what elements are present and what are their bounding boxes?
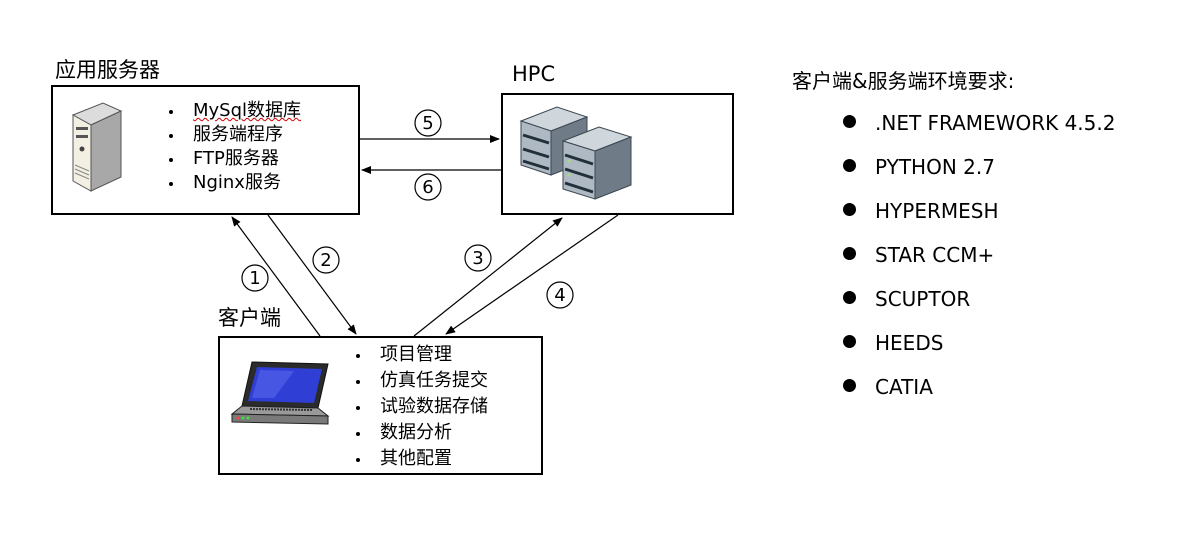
list-item-label: Nginx服务: [193, 172, 281, 193]
list-item-label: 其他配置: [380, 448, 452, 469]
app-server-box: MySql数据库 服务端程序 FTP服务器 Nginx服务: [51, 85, 360, 215]
arrow-step-2: [267, 214, 357, 335]
list-item: Nginx服务: [161, 171, 301, 195]
list-item: 服务端程序: [161, 123, 301, 147]
step-number: 6: [422, 177, 433, 198]
list-item-label: .NET FRAMEWORK 4.5.2: [875, 111, 1116, 135]
step-marker-1: 1: [241, 264, 269, 292]
arrow-step-4: [445, 214, 619, 335]
server-tower-icon: [67, 97, 123, 199]
list-item: SCUPTOR: [843, 277, 1115, 321]
list-item: HEEDS: [843, 321, 1115, 365]
list-item-label: STAR CCM+: [875, 243, 995, 267]
list-item-label: MySql数据库: [193, 100, 302, 121]
list-item: 试验数据存储: [348, 394, 488, 420]
list-item-label: FTP服务器: [193, 148, 279, 169]
list-item-label: CATIA: [875, 375, 933, 399]
hpc-title: HPC: [512, 62, 556, 86]
laptop-icon: [224, 358, 334, 434]
list-item: CATIA: [843, 365, 1115, 409]
list-item-label: 服务端程序: [193, 124, 283, 145]
step-marker-6: 6: [414, 173, 442, 201]
step-number: 4: [554, 285, 565, 306]
step-number: 2: [320, 250, 331, 271]
arrow-step-3: [413, 217, 563, 337]
list-item-label: SCUPTOR: [875, 287, 971, 311]
list-item-label: 数据分析: [380, 422, 452, 443]
step-marker-2: 2: [312, 246, 340, 274]
list-item: MySql数据库: [161, 99, 301, 123]
list-item: HYPERMESH: [843, 189, 1115, 233]
list-item-label: PYTHON 2.7: [875, 155, 995, 179]
requirements-list: .NET FRAMEWORK 4.5.2 PYTHON 2.7 HYPERMES…: [843, 101, 1115, 409]
list-item-label: HYPERMESH: [875, 199, 999, 223]
list-item-label: 试验数据存储: [380, 396, 488, 417]
requirements-title: 客户端&服务端环境要求:: [792, 69, 1015, 93]
list-item-label: 仿真任务提交: [380, 370, 488, 391]
list-item: FTP服务器: [161, 147, 301, 171]
list-item: 数据分析: [348, 420, 488, 446]
list-item-label: 项目管理: [380, 344, 452, 365]
app-server-list: MySql数据库 服务端程序 FTP服务器 Nginx服务: [161, 99, 301, 195]
step-number: 5: [422, 113, 433, 134]
client-title: 客户端: [218, 306, 281, 330]
step-marker-3: 3: [464, 244, 492, 272]
server-rack-icon: [517, 103, 637, 207]
client-list: 项目管理 仿真任务提交 试验数据存储 数据分析 其他配置: [348, 342, 488, 472]
step-number: 1: [249, 268, 260, 289]
arrow-step-1: [231, 216, 321, 337]
list-item: PYTHON 2.7: [843, 145, 1115, 189]
list-item-label: HEEDS: [875, 331, 944, 355]
client-box: 项目管理 仿真任务提交 试验数据存储 数据分析 其他配置: [218, 336, 543, 475]
list-item: 其他配置: [348, 446, 488, 472]
step-marker-4: 4: [546, 281, 574, 309]
list-item: .NET FRAMEWORK 4.5.2: [843, 101, 1115, 145]
step-number: 3: [472, 248, 483, 269]
step-marker-5: 5: [414, 109, 442, 137]
app-server-title: 应用服务器: [55, 58, 160, 82]
list-item: 项目管理: [348, 342, 488, 368]
hpc-box: [501, 93, 734, 215]
list-item: 仿真任务提交: [348, 368, 488, 394]
list-item: STAR CCM+: [843, 233, 1115, 277]
